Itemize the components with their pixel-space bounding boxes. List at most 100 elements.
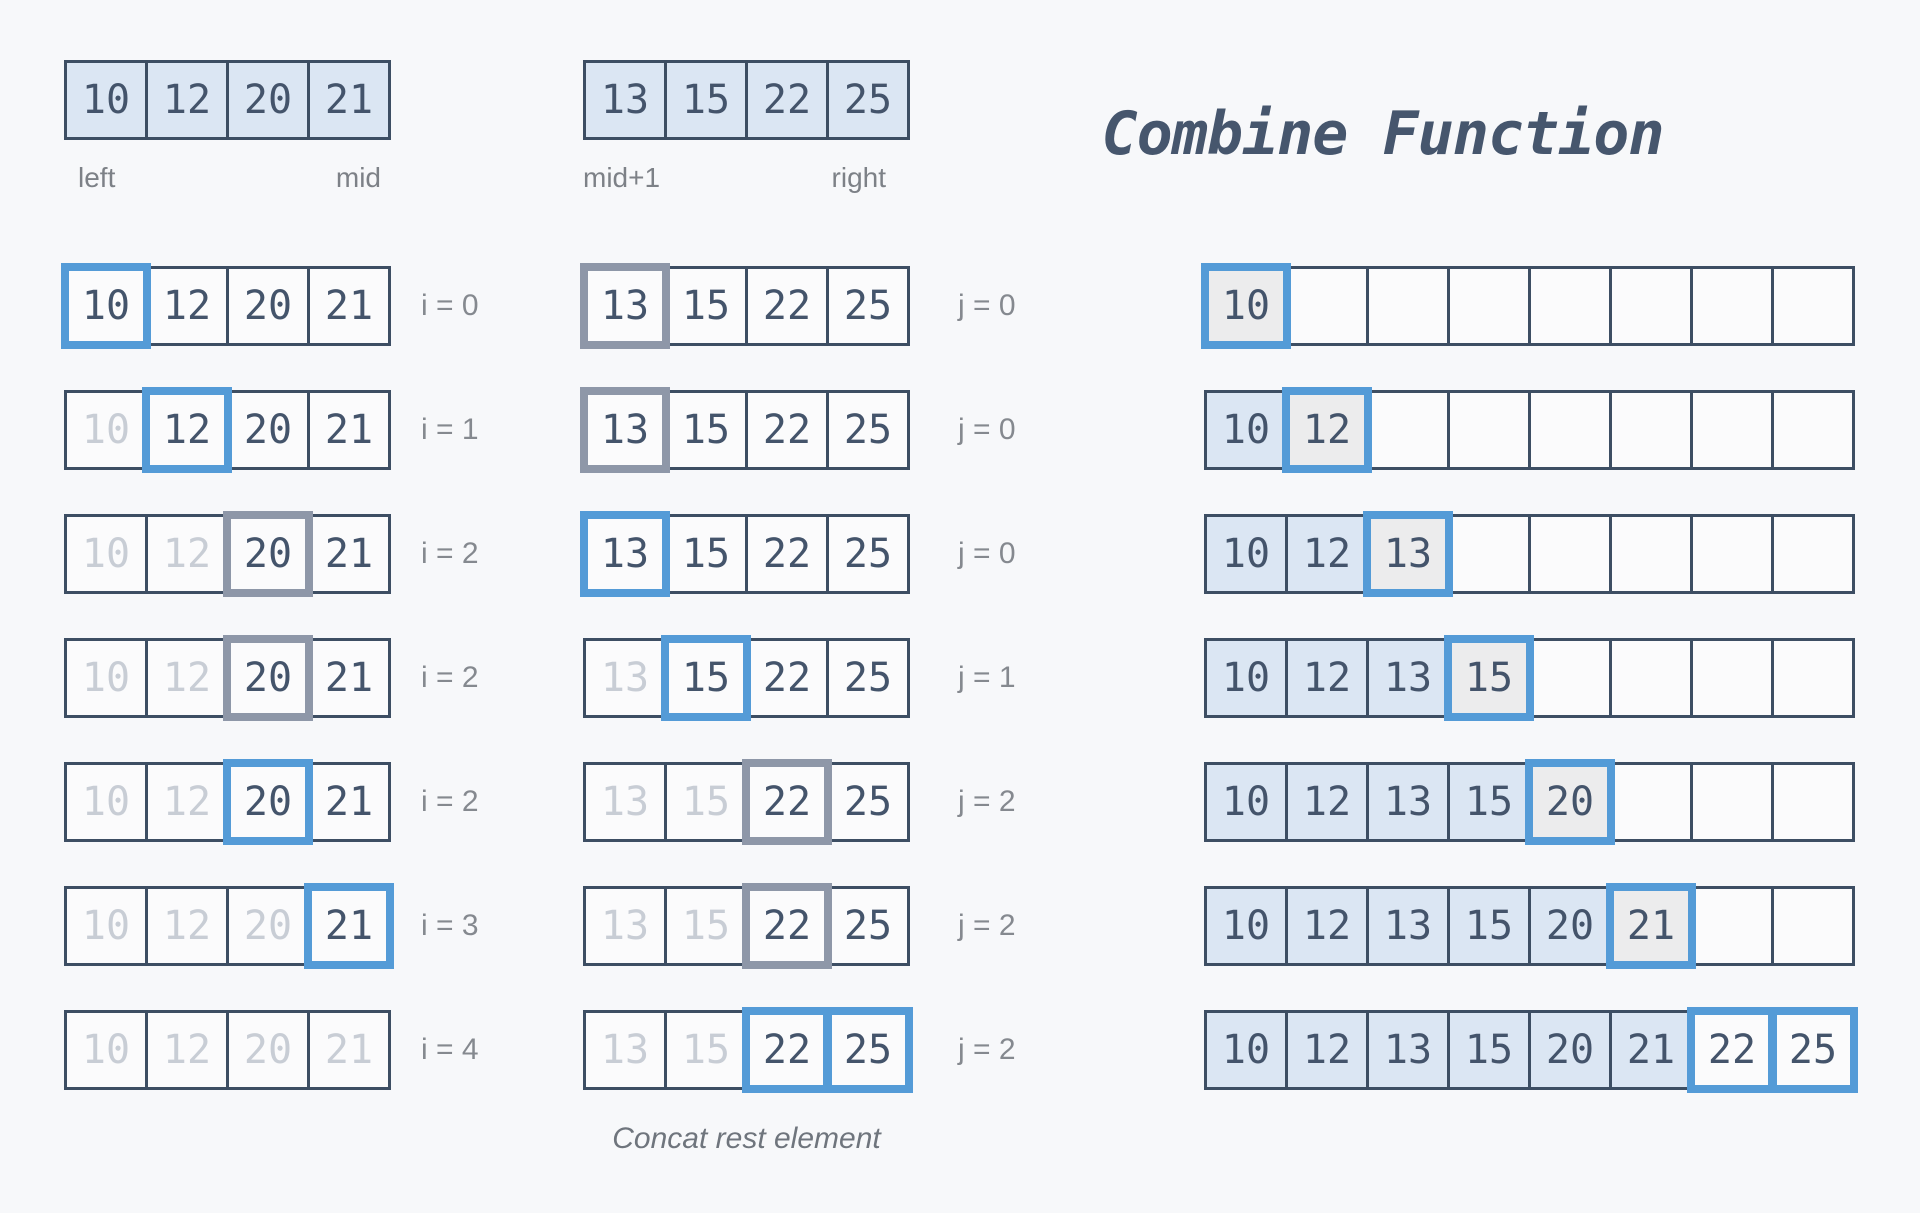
array-cell bbox=[1693, 641, 1774, 715]
array-cell bbox=[1612, 269, 1693, 343]
array-cell: 12 bbox=[1288, 1013, 1369, 1087]
array-cell: 12 bbox=[1288, 641, 1369, 715]
array-cell: 15 bbox=[1450, 765, 1531, 839]
right-subarray-labels: mid+1 right bbox=[583, 140, 910, 194]
array-cell: 10 bbox=[1207, 1013, 1288, 1087]
array-cell: 12 bbox=[1282, 387, 1372, 473]
array-cell: 12 bbox=[148, 1013, 229, 1087]
i-index-label: i = 0 bbox=[421, 289, 479, 322]
array-cell bbox=[1774, 517, 1852, 591]
array-cell: 15 bbox=[667, 517, 748, 591]
i-index-label: i = 1 bbox=[421, 413, 479, 446]
title-wrap: Combine Function bbox=[910, 85, 1855, 169]
array-cell: 21 bbox=[310, 517, 388, 591]
array-cell bbox=[1612, 517, 1693, 591]
array-cell: 21 bbox=[310, 641, 388, 715]
array-cell: 22 bbox=[1687, 1007, 1777, 1093]
array-cell: 13 bbox=[586, 1013, 667, 1087]
array-cell: 21 bbox=[1606, 883, 1696, 969]
array-cell: 15 bbox=[667, 269, 748, 343]
array-cell: 20 bbox=[1525, 759, 1615, 845]
result-array: 10 bbox=[1201, 263, 1855, 349]
j-index-label: j = 0 bbox=[958, 289, 1016, 322]
array-cell: 20 bbox=[229, 63, 310, 137]
array-cell: 13 bbox=[1369, 889, 1450, 963]
array-cell bbox=[1693, 889, 1774, 963]
array-cell bbox=[1774, 889, 1852, 963]
array-cell: 15 bbox=[661, 635, 751, 721]
array-cell bbox=[1693, 517, 1774, 591]
array-cell: 20 bbox=[1531, 889, 1612, 963]
array-cell bbox=[1612, 641, 1693, 715]
array-cell bbox=[1531, 269, 1612, 343]
array-cell: 15 bbox=[667, 1013, 748, 1087]
array-cell: 13 bbox=[586, 889, 667, 963]
left-subarray-labels: left mid bbox=[64, 140, 391, 194]
array-cell: 21 bbox=[310, 63, 388, 137]
array-cell: 15 bbox=[667, 63, 748, 137]
array-cell: 22 bbox=[748, 63, 829, 137]
array-cell bbox=[1531, 393, 1612, 467]
array-cell: 22 bbox=[742, 883, 832, 969]
array-cell bbox=[1369, 393, 1450, 467]
array-cell bbox=[1612, 393, 1693, 467]
array-cell: 15 bbox=[667, 889, 748, 963]
footnote-row: Concat rest element bbox=[64, 1122, 1920, 1156]
j-index-label: j = 1 bbox=[958, 661, 1016, 694]
array-cell bbox=[1774, 269, 1852, 343]
array-cell: 15 bbox=[667, 765, 748, 839]
array-cell: 21 bbox=[310, 269, 388, 343]
array-cell: 21 bbox=[1612, 1013, 1693, 1087]
array-cell: 13 bbox=[1369, 1013, 1450, 1087]
array-cell bbox=[1531, 641, 1612, 715]
array-cell bbox=[1774, 641, 1852, 715]
array-cell: 20 bbox=[229, 889, 310, 963]
array-cell bbox=[1369, 269, 1450, 343]
array-cell bbox=[1693, 765, 1774, 839]
array-cell: 25 bbox=[829, 393, 907, 467]
array-cell: 10 bbox=[61, 263, 151, 349]
i-index-label: i = 2 bbox=[421, 785, 479, 818]
array-cell: 22 bbox=[742, 1007, 832, 1093]
array-cell: 22 bbox=[748, 517, 829, 591]
array-cell: 10 bbox=[67, 641, 148, 715]
array-cell bbox=[1450, 269, 1531, 343]
array-cell: 15 bbox=[1444, 635, 1534, 721]
array-cell: 21 bbox=[310, 765, 388, 839]
label-right: right bbox=[831, 162, 886, 193]
array-cell: 10 bbox=[67, 517, 148, 591]
array-cell: 21 bbox=[310, 393, 388, 467]
array-cell: 20 bbox=[223, 511, 313, 597]
array-cell: 21 bbox=[304, 883, 394, 969]
label-left: left bbox=[78, 162, 116, 193]
array-cell: 12 bbox=[148, 63, 229, 137]
array-cell: 13 bbox=[1369, 641, 1450, 715]
array-cell bbox=[1450, 393, 1531, 467]
array-cell: 25 bbox=[823, 1007, 913, 1093]
array-cell: 21 bbox=[310, 1013, 388, 1087]
array-cell bbox=[1531, 517, 1612, 591]
array-cell: 25 bbox=[829, 765, 907, 839]
array-cell: 25 bbox=[829, 269, 907, 343]
array-cell: 10 bbox=[67, 63, 148, 137]
array-cell: 12 bbox=[148, 269, 229, 343]
array-cell bbox=[1450, 517, 1531, 591]
array-cell: 20 bbox=[229, 1013, 310, 1087]
array-cell: 13 bbox=[580, 387, 670, 473]
